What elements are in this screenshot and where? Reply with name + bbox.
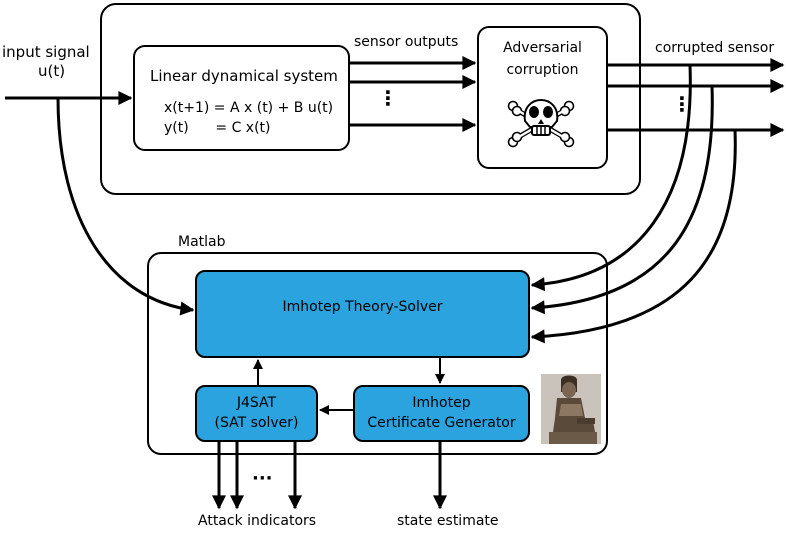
attack-indicators-label: Attack indicators xyxy=(198,513,317,529)
j4sat-block xyxy=(195,385,318,442)
matlab-label: Matlab xyxy=(178,234,226,250)
imhotep-statue-image xyxy=(541,374,601,444)
certificate-generator-block xyxy=(353,385,530,442)
solver-title: Imhotep Theory-Solver xyxy=(282,299,443,315)
input-signal-label: input signal xyxy=(2,43,90,61)
corruption-label: corruption xyxy=(506,62,579,78)
adversarial-label: Adversarial xyxy=(503,40,582,56)
certgen-title: Imhotep xyxy=(412,395,471,411)
horizontal-ellipsis-attacks: ··· xyxy=(252,468,273,489)
feedback-curve-2 xyxy=(530,85,714,315)
vertical-ellipsis-corrupted: ⋮ xyxy=(672,92,692,116)
lds-output-equation: y(t) = C x(t) xyxy=(164,120,271,136)
certgen-subtitle: Certificate Generator xyxy=(367,415,516,431)
input-u-label: u(t) xyxy=(38,62,66,80)
j4sat-subtitle: (SAT solver) xyxy=(214,415,299,431)
state-estimate-label: state estimate xyxy=(397,513,499,529)
lds-title: Linear dynamical system xyxy=(150,67,338,85)
skull-crossbones-icon xyxy=(507,99,575,148)
linear-dynamical-system-block xyxy=(133,45,350,151)
feedback-curve-3 xyxy=(530,129,737,344)
imhotep-theory-solver-block xyxy=(195,270,530,358)
vertical-ellipsis-sensors: ⋮ xyxy=(378,86,398,110)
adversarial-corruption-block xyxy=(477,26,608,169)
input-to-solver-arrow xyxy=(56,97,195,316)
sensor-outputs-label: sensor outputs xyxy=(354,34,459,50)
corrupted-sensor-label: corrupted sensor xyxy=(655,40,775,56)
j4sat-title: J4SAT xyxy=(236,395,277,411)
lds-state-equation: x(t+1) = A x (t) + B u(t) xyxy=(164,100,334,116)
feedback-curve-1 xyxy=(530,64,692,292)
